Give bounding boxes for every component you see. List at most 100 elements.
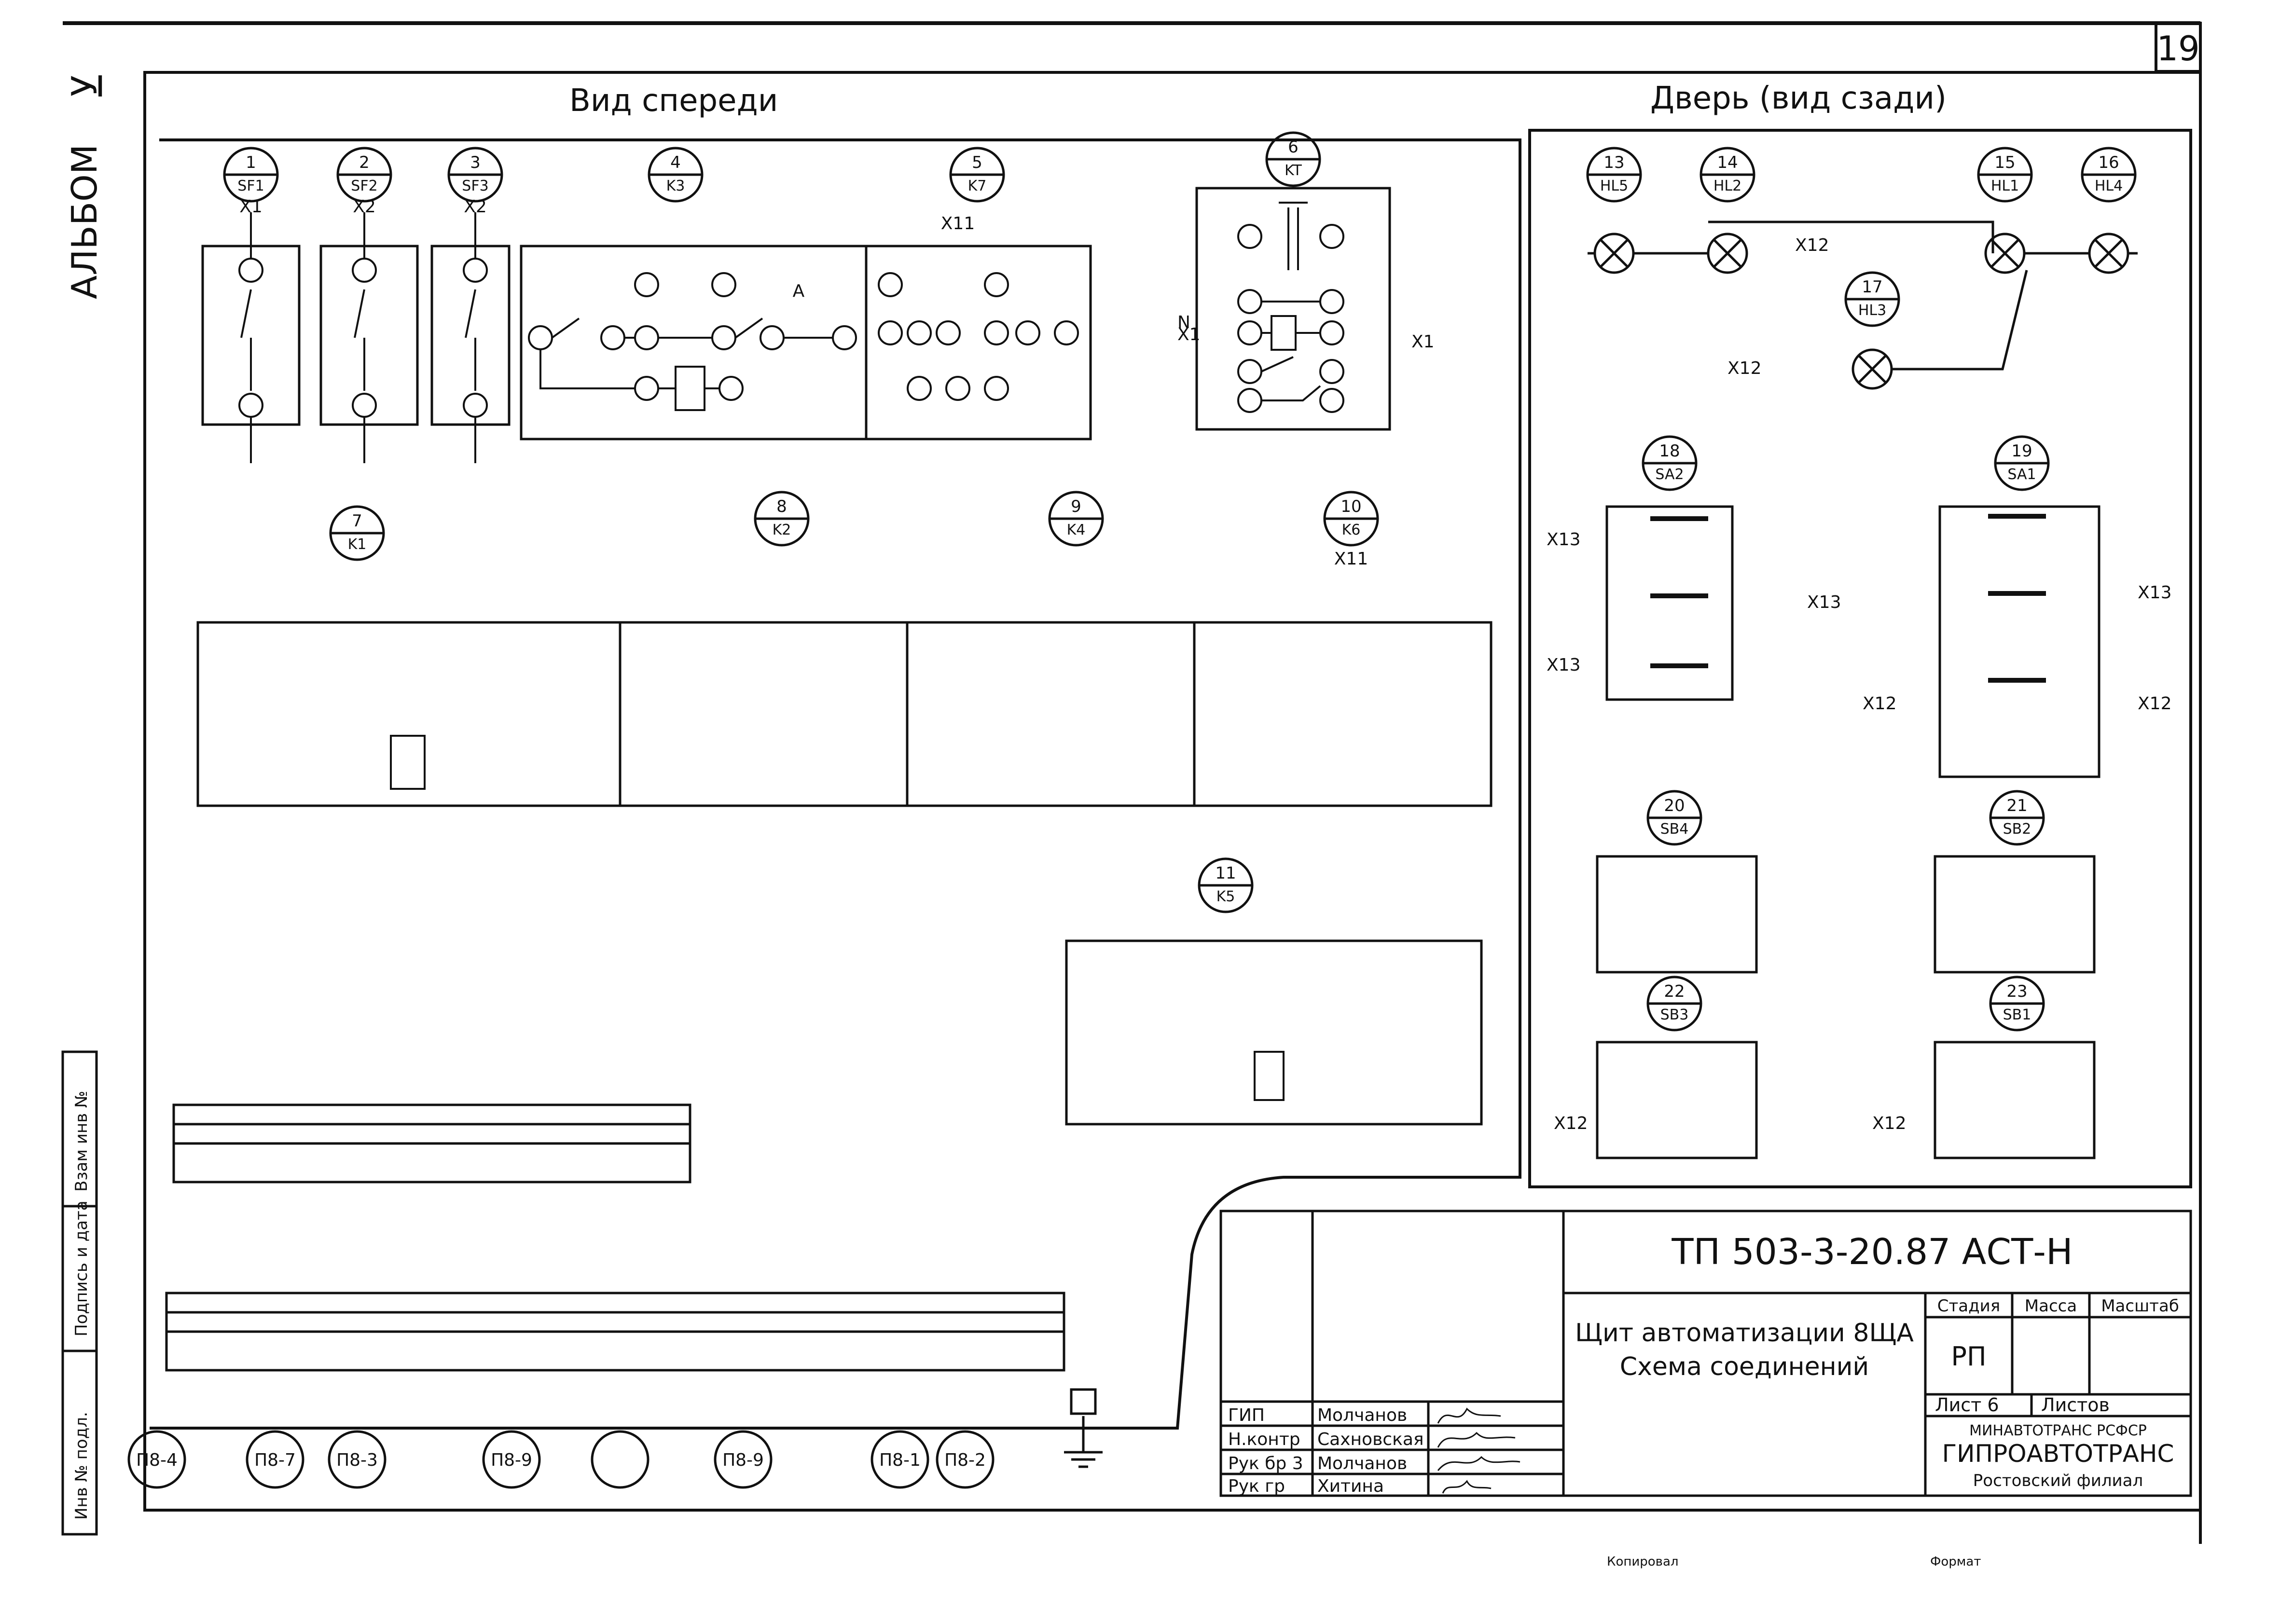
dev-10-ref: K6 [1342,522,1361,538]
dev-15-ref: HL1 [1991,178,2019,194]
dev-21-ref: SB2 [2003,821,2031,838]
dev-15-num: 15 [1994,153,2015,172]
title-block [1219,1210,2192,1497]
dev-1-ref: SF1 [237,178,264,194]
term-x13b: X13 [1807,592,1841,612]
dev-18-ref: SA2 [1655,466,1684,483]
album-label: АЛЬБОМ У [64,75,105,299]
dev-6-ref: KT [1285,162,1302,179]
dev-10-num: 10 [1340,497,1361,516]
door-switches [1605,505,2100,778]
door-view-title: Дверь (вид сзади) [1650,81,1947,116]
dev-4-ref: K3 [666,178,685,194]
door-buttons [1596,855,2096,1159]
stamp-signature-date: Подпись и дата [72,1200,91,1336]
stage-header: Стадия [1937,1296,2000,1316]
front-panel-outline [150,138,1521,1430]
role-3: Рук бр 3 [1228,1454,1303,1473]
term-x1b: X1 [1177,325,1201,344]
term-x12: X12 [1795,235,1829,255]
dev-11-num: 11 [1215,864,1236,883]
relay-k3-k7-box [520,245,1092,440]
dev-9-ref: K4 [1067,522,1086,538]
dev-14-ref: HL2 [1713,178,1741,194]
dev-23-ref: SB1 [2003,1006,2031,1023]
signatures [1437,1407,1520,1494]
relays-mid-box [196,621,1492,807]
name-3: Молчанов [1317,1454,1407,1473]
term-x13: X13 [1547,530,1580,550]
scale-header: Масштаб [2101,1296,2179,1316]
term-x11: X11 [941,214,975,234]
doc-code: ТП 503-3-20.87 АСТ-Н [1671,1231,2073,1273]
door-panel-outline [1528,129,2192,1188]
sheet-label: Лист 6 [1935,1394,1999,1416]
door-lamps [1588,220,2138,390]
dev-13-num: 13 [1603,153,1624,172]
dev-3-num: 3 [470,153,481,172]
name-2: Сахновская [1317,1430,1424,1449]
dev-20-num: 20 [1664,796,1685,815]
role-4: Рук гр [1228,1476,1285,1496]
dev-17-ref: HL3 [1858,302,1886,319]
dev-18-num: 18 [1659,441,1680,461]
terminal-strip-lower [165,1292,1097,1415]
side-stamp [61,1050,98,1536]
role-2: Н.контр [1228,1430,1300,1449]
dev-5-ref: K7 [968,178,987,194]
dev-20-ref: SB4 [1660,821,1689,838]
org-line2: ГИПРОАВТОТРАНС [1942,1440,2174,1468]
dev-14-num: 14 [1717,153,1738,172]
breaker-sf3 [430,212,511,463]
term-x13d: X13 [1547,655,1580,675]
dev-5-num: 5 [972,153,982,172]
dev-16-num: 16 [2098,153,2119,172]
mass-header: Масса [2025,1296,2077,1316]
dev-6-num: 6 [1288,138,1299,157]
term-x12c: X12 [1554,1114,1588,1133]
dev-16-ref: HL4 [2095,178,2123,194]
dev-19-num: 19 [2011,441,2032,461]
org-line3: Ростовский филиал [1973,1471,2143,1490]
dev-7-num: 7 [352,511,362,531]
dev-21-num: 21 [2006,796,2027,815]
svg-text:АЛЬБОМ: АЛЬБОМ [64,144,105,299]
term-x2b: X2 [464,197,487,217]
cable-circles [127,1416,1103,1489]
cable-p8-4: П8-4 [136,1450,178,1470]
term-x13c: X13 [2138,583,2171,603]
sheet-frame [63,21,2202,1544]
stamp-replace-inv: Взам инв № [72,1091,91,1192]
role-1: ГИП [1228,1405,1265,1425]
cable-p8-3: П8-3 [336,1450,378,1470]
footer-copied: Копировал [1607,1555,1679,1569]
breaker-sf1 [201,212,301,463]
sheet-number: 19 [2156,29,2199,69]
stage-value: РП [1951,1341,1986,1372]
org-line1: МИНАВТОТРАНС РСФСР [1969,1422,2147,1439]
front-view-title: Вид спереди [569,83,778,119]
term-x2: X2 [353,197,376,217]
term-x12f: X12 [2138,694,2171,714]
dev-17-num: 17 [1862,277,1882,297]
term-x12b: X12 [1727,358,1761,378]
term-x11b: X11 [1334,549,1368,569]
svg-text:У: У [64,75,105,96]
dev-3-ref: SF3 [462,178,488,194]
dev-7-ref: K1 [348,536,367,553]
term-x12d: X12 [1872,1114,1906,1133]
timer-kt-box [1195,187,1391,431]
cable-p8-9a: П8-9 [491,1450,532,1470]
term-x12e: X12 [1863,694,1896,714]
title-line1: Щит автоматизации 8ЩА [1575,1319,1914,1348]
term-x1: X1 [239,197,263,217]
dev-8-num: 8 [776,497,787,516]
cable-p8-7: П8-7 [254,1450,296,1470]
breaker-sf2 [319,212,419,463]
term-x1c: X1 [1411,332,1435,352]
cable-p8-2: П8-2 [944,1450,986,1470]
dev-13-ref: HL5 [1600,178,1628,194]
dev-22-ref: SB3 [1660,1006,1689,1023]
cable-p8-1: П8-1 [879,1450,921,1470]
dev-19-ref: SA1 [2007,466,2036,483]
